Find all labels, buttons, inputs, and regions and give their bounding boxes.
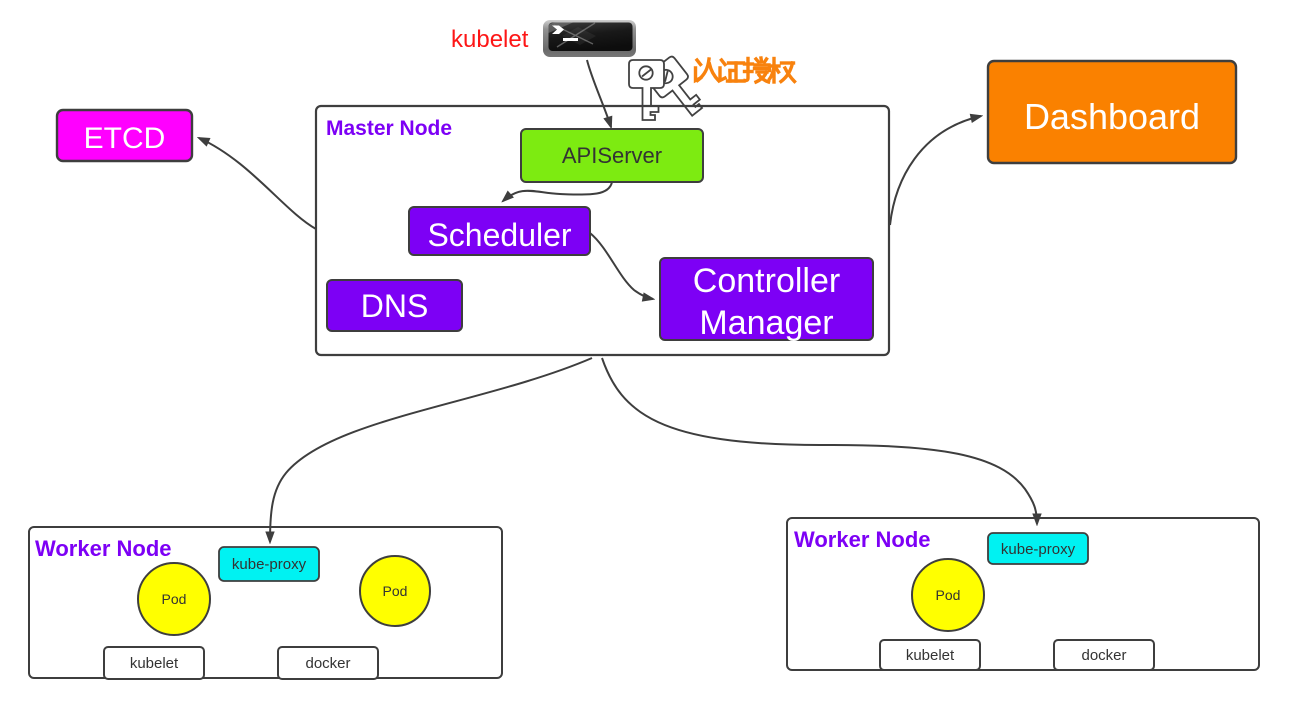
svg-text:docker: docker	[305, 655, 350, 672]
svg-text:Worker Node: Worker Node	[35, 536, 172, 561]
svg-text:kube-proxy: kube-proxy	[1001, 541, 1076, 558]
svg-text:Pod: Pod	[162, 591, 187, 607]
svg-text:kubelet: kubelet	[906, 647, 955, 664]
svg-text:DNS: DNS	[361, 288, 429, 324]
svg-text:ETCD: ETCD	[84, 122, 166, 155]
svg-text:Master Node: Master Node	[326, 117, 452, 140]
svg-text:APIServer: APIServer	[562, 143, 662, 168]
svg-text:Manager: Manager	[699, 304, 833, 342]
svg-text:Pod: Pod	[383, 583, 408, 599]
svg-text:docker: docker	[1081, 647, 1126, 664]
svg-text:Pod: Pod	[936, 587, 961, 603]
svg-text:Scheduler: Scheduler	[427, 217, 571, 253]
svg-text:Worker Node: Worker Node	[794, 527, 931, 552]
svg-text:kubelet: kubelet	[451, 26, 529, 53]
svg-text:kube-proxy: kube-proxy	[232, 556, 307, 573]
svg-text:kubelet: kubelet	[130, 655, 179, 672]
svg-text:Dashboard: Dashboard	[1024, 96, 1200, 137]
svg-text:Controller: Controller	[693, 262, 840, 300]
